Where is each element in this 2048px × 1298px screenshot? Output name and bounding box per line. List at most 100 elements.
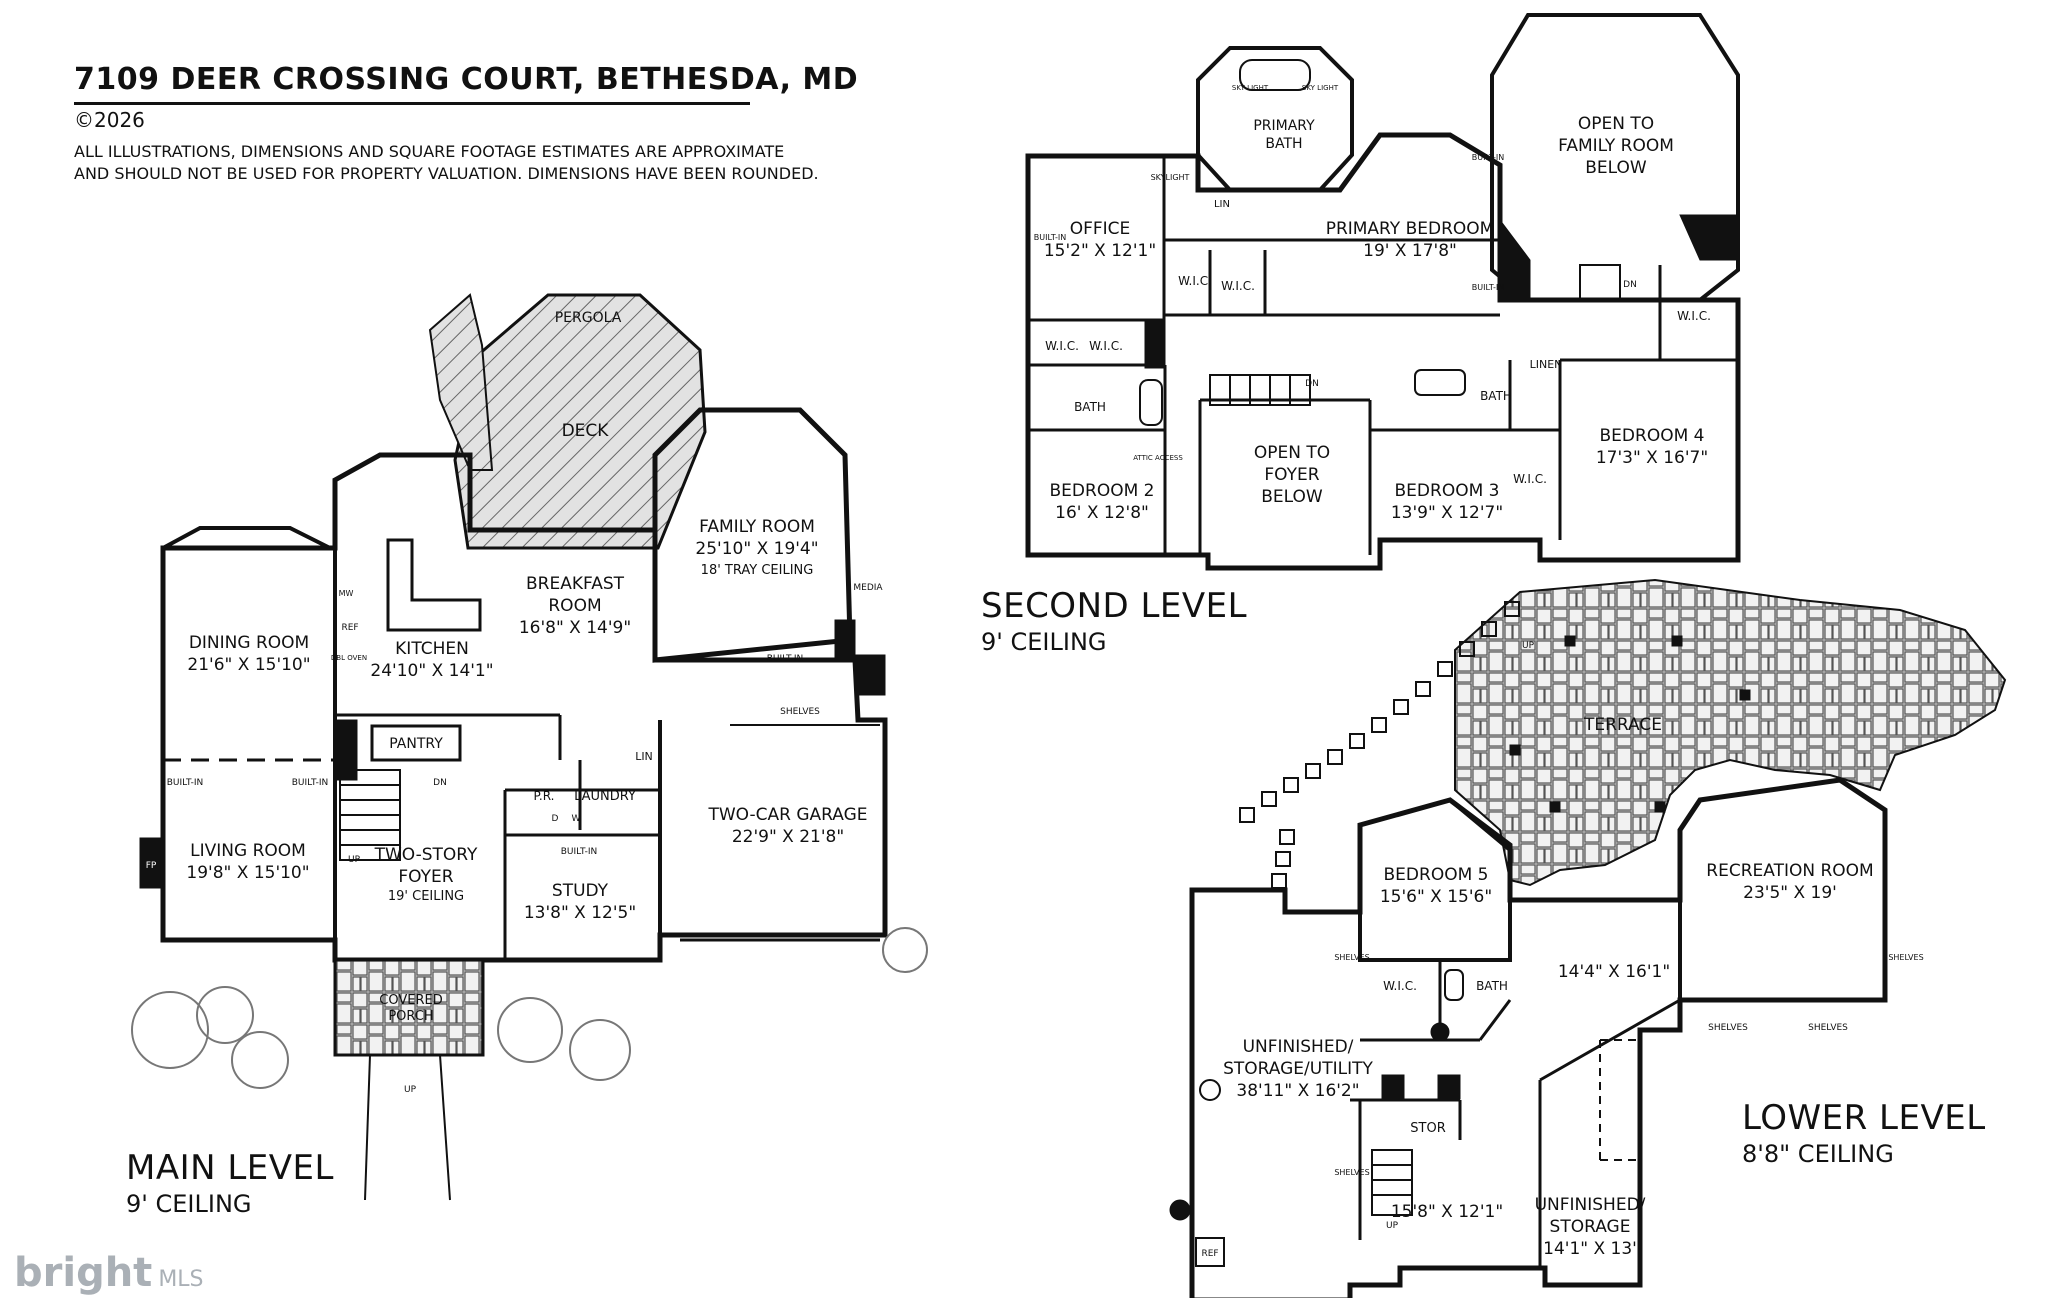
landscape-shrubs [131,927,928,1089]
lower-level-outline [1189,777,1888,1298]
open-foyer-label-3: BELOW [1261,487,1323,507]
pantry-box [370,724,462,762]
attic-access-label: ATTIC ACCESS [1133,454,1183,462]
second-level-name: SECOND LEVEL [981,586,1248,626]
foyer-note: 19' CEILING [388,889,464,904]
microwave-label: MW [339,589,354,598]
recreation-label: RECREATION ROOM [1706,861,1873,881]
terrace-area [1454,578,2007,887]
bedroom-built-in-2: BUILT-IN [1472,283,1504,292]
second-stairs-dn-2: DN [1305,379,1319,389]
bedroom4-label: BEDROOM 4 [1600,426,1705,446]
unfinished-storage-label-2: STORAGE [1550,1217,1631,1237]
lower-stairs-up: UP [1386,1221,1399,1231]
rec-shelves-1: SHELVES [1708,1023,1748,1033]
second-level-plan [1025,13,1741,571]
utility-size: 38'11" X 16'2" [1236,1081,1359,1101]
study-size: 13'8" X 12'5" [524,903,636,923]
bedroom3-wic: W.I.C. [1513,472,1547,486]
open-family-label-3: BELOW [1585,158,1647,178]
porch-label-2: PORCH [388,1009,433,1024]
terrace-label: TERRACE [1583,715,1662,735]
office-label: OFFICE [1070,219,1131,239]
bedroom4-wic: W.I.C. [1677,309,1711,323]
living-room-size: 19'8" X 15'10" [186,863,309,883]
main-level-plan [131,293,928,1201]
foyer-stairs-dn: DN [433,778,447,788]
main-level-name: MAIN LEVEL [126,1148,334,1188]
copyright-text: ©2026 [74,108,145,132]
foyer-stairs-up: UP [348,855,361,865]
washer-dryer-w: W [572,814,581,824]
bedroom5-shelves: SHELVES [1334,953,1369,962]
terrace-stairs-up: UP [1522,641,1535,651]
primary-wic-left: W.I.C. [1178,274,1212,288]
porch-label-1: COVERED [379,993,442,1008]
dining-room-size: 21'6" X 15'10" [187,655,310,675]
primary-bedroom-label: PRIMARY BEDROOM [1326,219,1495,239]
address-underline [74,102,750,105]
utility-label-1: UNFINISHED/ [1243,1037,1354,1057]
living-built-in-label: BUILT-IN [292,778,329,788]
bedroom5-size: 15'6" X 15'6" [1380,887,1492,907]
breakfast-label-2: ROOM [548,596,601,616]
office-size: 15'2" X 12'1" [1044,241,1156,261]
covered-porch [333,958,485,1057]
study-built-in-label: BUILT-IN [561,847,598,857]
garage-label: TWO-CAR GARAGE [707,805,867,825]
main-linen-label: LIN [635,750,653,763]
open-foyer-label-2: FOYER [1264,465,1319,485]
bedroom2-size: 16' X 12'8" [1055,503,1149,523]
garage-shelves-label: SHELVES [780,707,820,717]
primary-bath-label-1: PRIMARY [1253,118,1315,134]
sky-light-label-1: SKY LIGHT [1232,84,1269,92]
office-wic-1: W.I.C. [1045,339,1079,353]
primary-bedroom-size: 19' X 17'8" [1363,241,1457,261]
deck-stairs [428,293,494,471]
open-family-label-1: OPEN TO [1578,114,1654,134]
study-label: STUDY [552,881,609,901]
bedroom2-label: BEDROOM 2 [1050,481,1155,501]
kitchen-size: 24'10" X 14'1" [370,661,493,681]
lower-room-size: 15'8" X 12'1" [1391,1202,1503,1222]
bedroom3-size: 13'9" X 12'7" [1391,503,1503,523]
family-room-note: 18' TRAY CEILING [701,563,814,578]
lower-hall-size: 14'4" X 16'1" [1558,962,1670,982]
main-level-heading: MAIN LEVEL 9' CEILING [126,1148,334,1218]
breakfast-label-1: BREAKFAST [526,574,625,594]
living-fireplace [139,837,163,889]
garage-size: 22'9" X 21'8" [732,827,844,847]
primary-wic-right: W.I.C. [1221,279,1255,293]
family-room-label: FAMILY ROOM [699,517,815,537]
laundry-label: LAUNDRY [574,789,636,804]
second-stairs-dn-1: DN [1623,280,1637,290]
bedroom-built-in-1: BUILT-IN [1472,153,1504,162]
second-stairs [1209,264,1621,406]
lower-level-ceiling: 8'8" CEILING [1742,1140,1894,1168]
second-level-ceiling: 9' CEILING [981,628,1107,656]
stor-label: STOR [1410,1121,1445,1136]
kitchen-island [386,538,482,632]
foyer-label-2: FOYER [398,867,453,887]
recreation-size: 23'5" X 19' [1743,883,1837,903]
dining-built-in-label: BUILT-IN [167,778,204,788]
lower-bath-label: BATH [1476,979,1508,993]
main-body-walls [160,452,888,963]
family-built-in-label: BUILT-IN [767,654,804,664]
office-wic-2: W.I.C. [1089,339,1123,353]
property-address: 7109 DEER CROSSING COURT, BETHESDA, MD [74,62,859,97]
open-family-label-2: FAMILY ROOM [1558,136,1674,156]
primary-linen-label: LIN [1214,199,1230,210]
hall-linen-label: LINEN [1530,358,1563,371]
lower-level-plan [1169,578,2007,1298]
washer-dryer-d: D [552,814,559,824]
bedroom5-wic: W.I.C. [1383,979,1417,993]
pantry-label: PANTRY [389,736,443,752]
bath3-label: BATH [1480,389,1512,403]
deck-label: DECK [562,421,610,441]
stepping-stones [1239,601,1520,889]
bath2-label: BATH [1074,400,1106,414]
second-level-outline [1025,132,1741,571]
